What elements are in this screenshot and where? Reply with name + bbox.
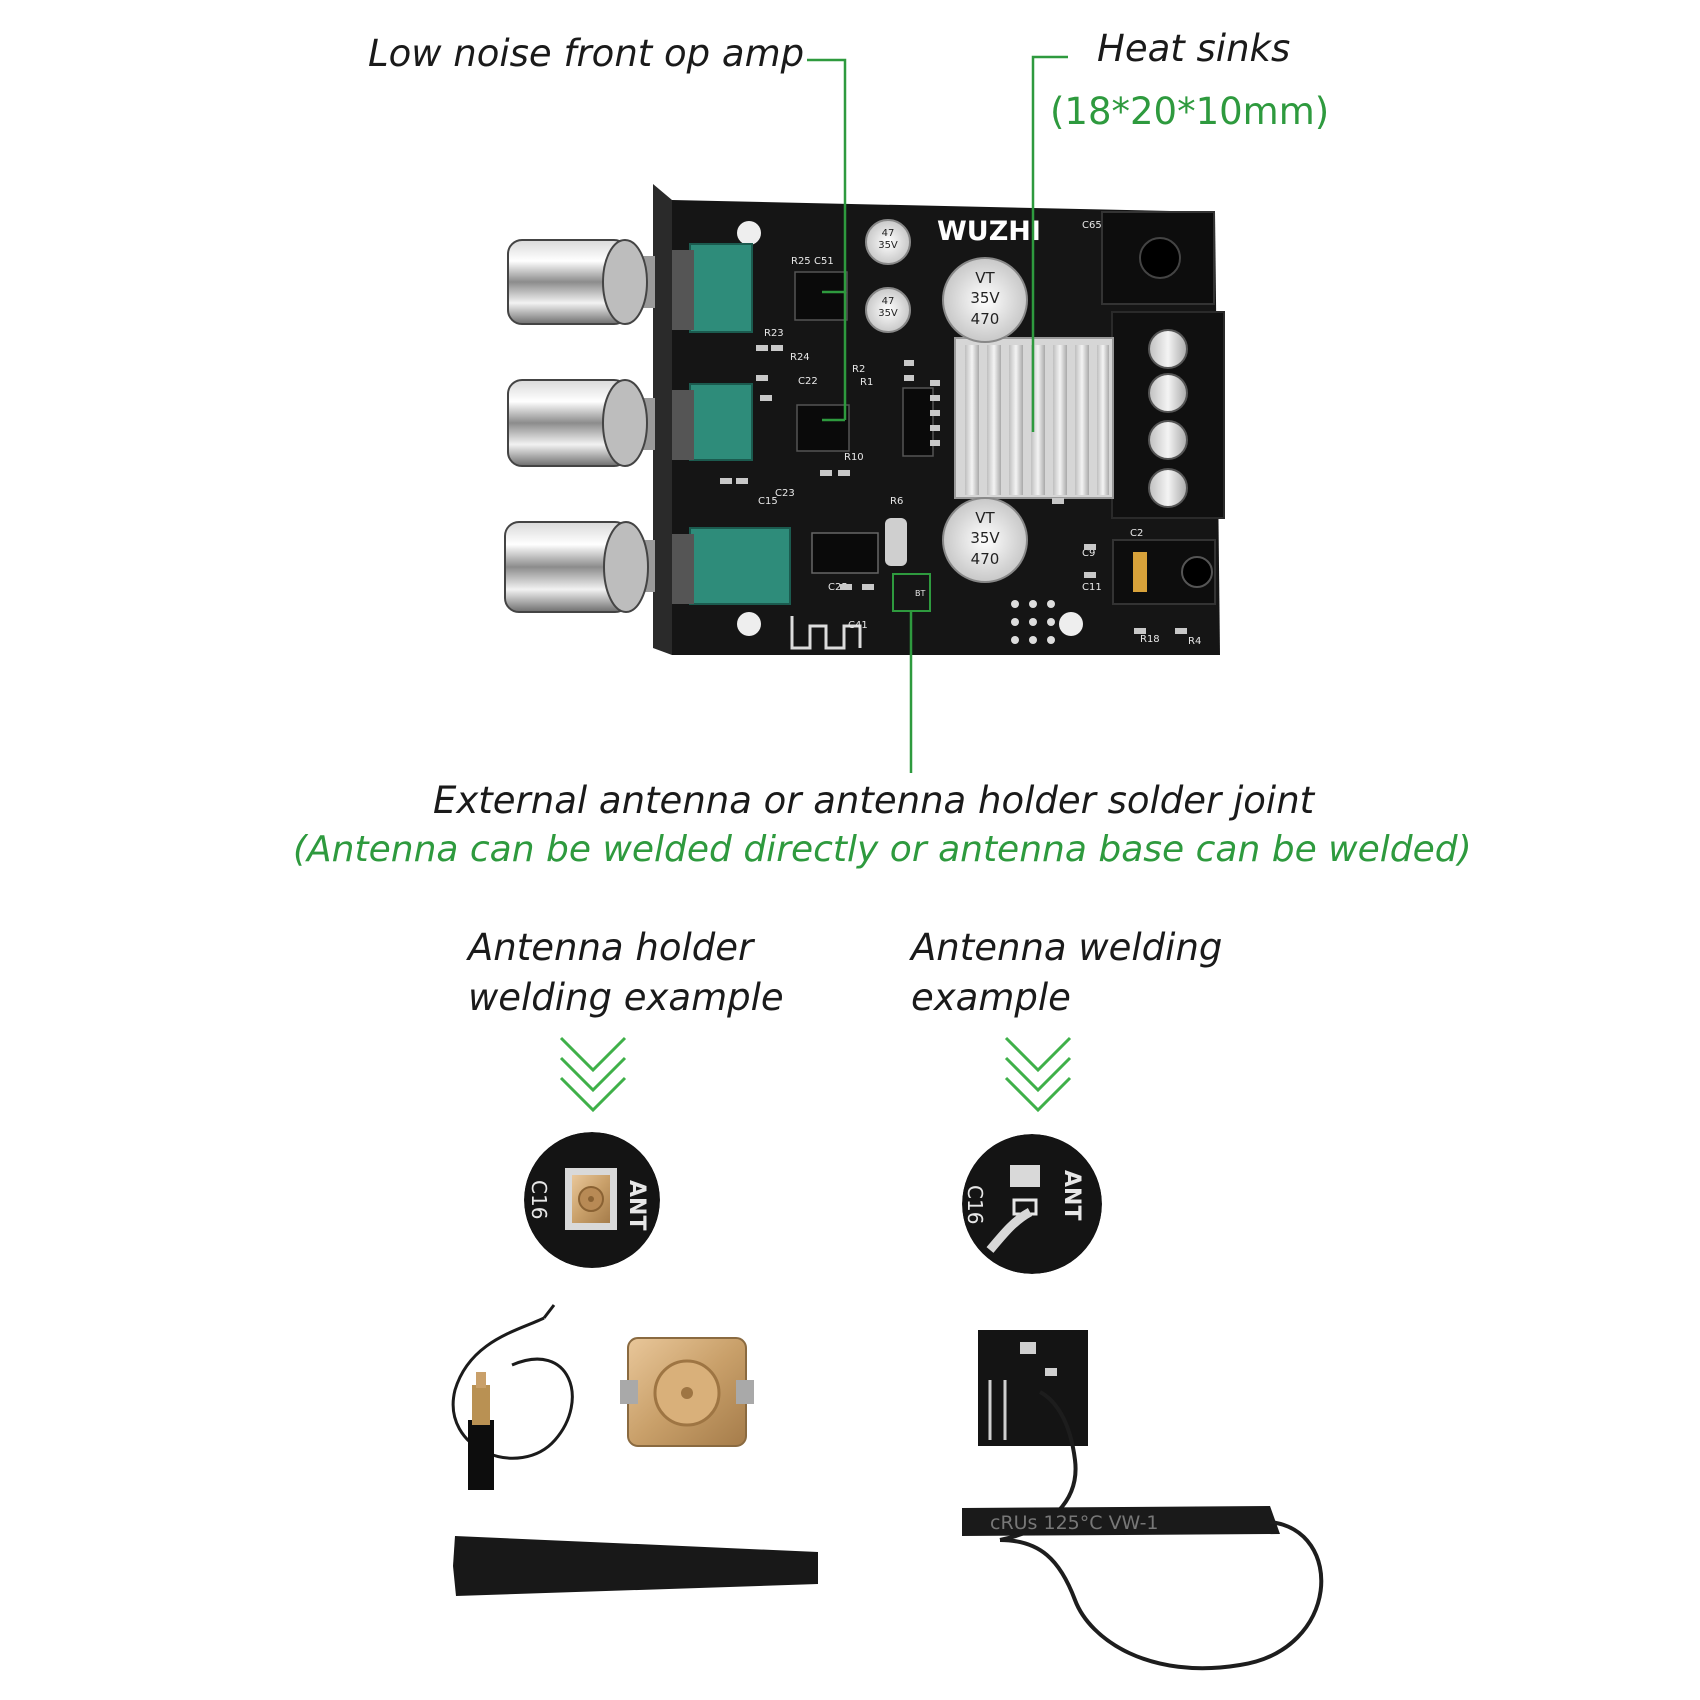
svg-text:35V: 35V: [970, 289, 1000, 307]
holder-example-line1: Antenna holder: [468, 926, 754, 969]
dc-jack: [1101, 211, 1215, 305]
audio-jack-socket: [1181, 556, 1213, 588]
smd-components: [720, 345, 1187, 634]
svg-text:C16: C16: [527, 1180, 551, 1219]
ic-chip: [902, 387, 934, 457]
holder-example-title: Antenna holder welding example: [468, 923, 784, 1023]
audio-jack: [1112, 539, 1216, 605]
svg-text:VT: VT: [975, 509, 995, 527]
potentiometer-volume: [672, 527, 791, 605]
silk-label: C22: [798, 376, 818, 387]
capacitor-large-bottom: VT 35V 470: [942, 497, 1028, 583]
knob-middle: [507, 379, 655, 467]
chevron-down-icon: [559, 1036, 627, 1113]
svg-text:35V: 35V: [878, 240, 898, 251]
ant-silk-label: BT: [915, 589, 925, 598]
terminal-screw: [1148, 329, 1188, 369]
silk-label: C65: [1082, 220, 1102, 231]
board-piece-with-wire: cRUs 125°C VW-1: [962, 1330, 1324, 1671]
silk-label: R6: [890, 496, 903, 507]
welding-example-line2: example: [911, 976, 1071, 1019]
ipex-antenna-holder: [620, 1337, 754, 1447]
external-antenna: [451, 1304, 818, 1596]
op-amp-label: Low noise front op amp: [368, 32, 805, 75]
silk-label: C15: [758, 496, 778, 507]
welding-example-line1: Antenna welding: [911, 926, 1223, 969]
silk-label: R1: [860, 377, 873, 388]
mounting-hole: [737, 221, 761, 245]
terminal-screw: [1148, 373, 1188, 413]
silk-label: C41: [848, 620, 868, 631]
terminal-screw: [1148, 468, 1188, 508]
silk-label: C51: [814, 256, 834, 267]
heat-sinks-label: Heat sinks: [1097, 27, 1291, 70]
chevron-down-icon: [1004, 1036, 1072, 1113]
dc-jack-socket: [1139, 237, 1181, 279]
antenna-joint-label: External antenna or antenna holder solde…: [433, 779, 1315, 822]
crystal-oscillator: [885, 518, 907, 566]
heat-sinks-size-label: (18*20*10mm): [1050, 90, 1330, 133]
op-amp-chip-1: [794, 271, 848, 321]
svg-text:C16: C16: [963, 1185, 987, 1224]
svg-text:ANT: ANT: [1059, 1170, 1084, 1220]
silk-label: R10: [844, 452, 864, 463]
silk-label: C11: [1082, 582, 1102, 593]
pin-header: [1011, 600, 1055, 644]
brand-silkscreen: WUZHI: [937, 216, 1041, 247]
antenna-rod: [453, 1536, 818, 1596]
amplifier-board: WUZHI VT 35V 470: [504, 184, 1225, 655]
silk-label: R23: [764, 328, 784, 339]
svg-text:470: 470: [971, 310, 1000, 328]
svg-text:35V: 35V: [878, 308, 898, 319]
zoom-wire-solder: ANT C16: [962, 1134, 1102, 1274]
audio-jack-pin: [1133, 552, 1147, 592]
capacitor-large-top: VT 35V 470: [942, 257, 1028, 343]
welding-example-title: Antenna welding example: [911, 923, 1222, 1023]
terminal-screw: [1148, 420, 1188, 460]
mounting-hole: [737, 612, 761, 636]
silk-label: C23: [775, 488, 795, 499]
svg-text:VT: VT: [975, 269, 995, 287]
svg-text:47: 47: [882, 228, 895, 239]
silkscreen-labels: R25 C51 R23 R24 C22 R2 R1 R10 C23 C15 C2…: [758, 220, 1201, 647]
svg-text:35V: 35V: [970, 529, 1000, 547]
silk-label: C25: [828, 582, 848, 593]
silk-label: R25: [791, 256, 811, 267]
knob-bottom: [504, 521, 655, 613]
zoom-holder-solder: ANT C16: [524, 1132, 660, 1268]
mounting-hole: [1059, 612, 1083, 636]
board-bracket: [653, 184, 672, 655]
sma-connector: [468, 1420, 494, 1490]
pcb-antenna-trace: [790, 616, 862, 650]
svg-text:ANT: ANT: [624, 1180, 649, 1230]
svg-text:470: 470: [971, 550, 1000, 568]
potentiometer-treble: [672, 243, 753, 333]
heat-shrink-sleeve: [962, 1506, 1280, 1536]
silk-label: R18: [1140, 634, 1160, 645]
potentiometer-bass: [672, 383, 753, 461]
bluetooth-chip: [811, 532, 879, 574]
knob-top: [507, 239, 655, 325]
op-amp-callout-line: [807, 58, 847, 294]
silk-label: C9: [1082, 548, 1095, 559]
heat-sink-callout-line: [1031, 55, 1068, 432]
sleeve-text: cRUs 125°C VW-1: [990, 1512, 1159, 1534]
silk-label: C2: [1130, 528, 1143, 539]
capacitor-small-2: 47 35V: [865, 287, 911, 333]
silk-label: R2: [852, 364, 865, 375]
antenna-wire-loop: [999, 1520, 1324, 1671]
op-amp-chip-2: [796, 404, 850, 452]
svg-text:47: 47: [882, 296, 895, 307]
silk-label: R24: [790, 352, 810, 363]
antenna-joint-note: (Antenna can be welded directly or anten…: [293, 829, 1472, 870]
capacitor-small-1: 47 35V: [865, 219, 911, 265]
holder-example-line2: welding example: [468, 976, 784, 1019]
silk-label: R4: [1188, 636, 1201, 647]
